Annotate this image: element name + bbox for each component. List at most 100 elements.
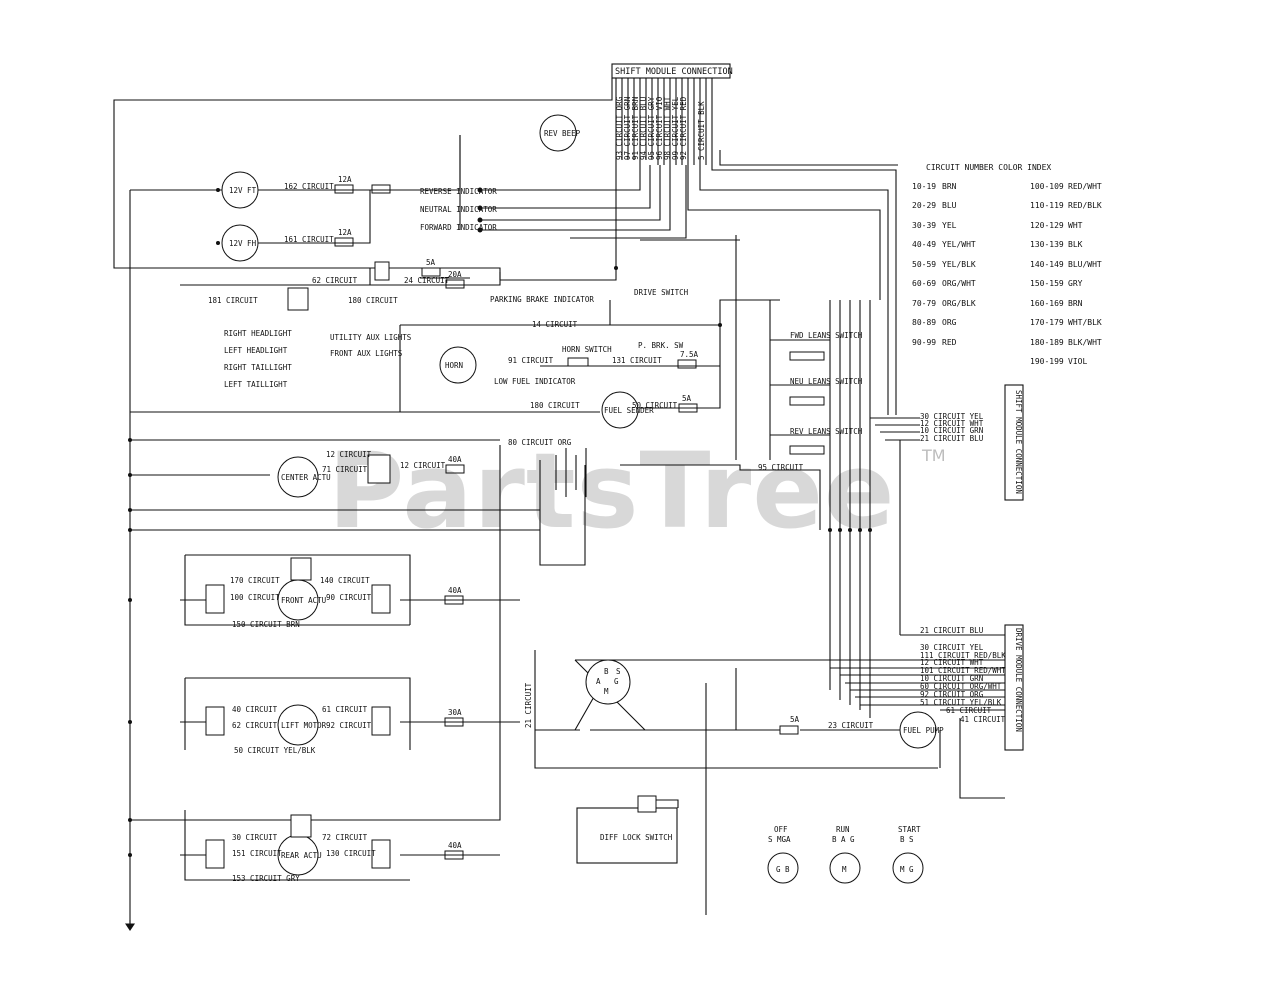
circuit-label: 162 CIRCUIT xyxy=(284,182,334,191)
index-color: ORG/BLK xyxy=(942,299,976,308)
neu-switch-label: NEU LEANS SWITCH xyxy=(790,377,863,386)
connector-pin: 111 CIRCUIT RED/BLK xyxy=(920,651,1006,660)
shift-module-connector-title: SHIFT MODULE CONNECTION xyxy=(1014,390,1023,494)
index-range: 40-49 xyxy=(912,240,936,249)
circuit-label: 95 CIRCUIT xyxy=(758,463,804,472)
index-color: RED/BLK xyxy=(1068,201,1102,210)
circuit-label: 50 CIRCUIT YEL/BLK xyxy=(234,746,316,755)
fuse-label: 5A xyxy=(426,258,436,267)
switches xyxy=(205,261,825,869)
index-color: BRN xyxy=(1068,299,1083,308)
key-position-pins: M xyxy=(842,865,847,874)
circuit-label: 90 CIRCUIT xyxy=(326,593,372,602)
circuit-label: 153 CIRCUIT GRY xyxy=(232,874,300,883)
index-color: YEL xyxy=(942,221,957,230)
park-brake-switch-label: P. BRK. SW xyxy=(638,341,684,350)
center-actuator xyxy=(277,456,319,498)
rev-switch-label: REV LEANS SWITCH xyxy=(790,427,863,436)
key-position-label: RUN xyxy=(836,825,850,834)
circuit-label: 21 CIRCUIT xyxy=(524,682,533,728)
circuit-label: 92 CIRCUIT xyxy=(326,721,372,730)
junction-dots xyxy=(128,187,872,857)
front-relay-left xyxy=(205,584,225,614)
low-fuel-indicator-label: LOW FUEL INDICATOR xyxy=(494,377,576,386)
fuse-40a-front xyxy=(444,595,464,605)
circuit-label: 140 CIRCUIT xyxy=(320,576,370,585)
index-range: 20-29 xyxy=(912,201,936,210)
index-range: 60-69 xyxy=(912,279,936,288)
connector-pin: 10 CIRCUIT GRN xyxy=(920,674,983,683)
connector-pin: 92 CIRCUIT ORG xyxy=(920,690,984,699)
ignition-pin: M xyxy=(604,687,609,696)
index-range: 100-109 xyxy=(1030,182,1064,191)
center-actuator-label: CENTER ACTU xyxy=(281,473,331,482)
fuse-40a xyxy=(445,464,465,474)
circuit-label: 14 CIRCUIT xyxy=(532,320,578,329)
circuit-label: 41 CIRCUIT xyxy=(960,715,1006,724)
lift-relay-left xyxy=(205,706,225,736)
header-pin: 97 CIRCUIT GRN xyxy=(623,97,632,160)
horn-label: HORN xyxy=(445,361,463,370)
park-brake-indicator-label: PARKING BRAKE INDICATOR xyxy=(490,295,594,304)
circuit-label: 40 CIRCUIT xyxy=(232,705,278,714)
diff-lock-label: DIFF LOCK SWITCH xyxy=(600,833,673,842)
color-index-title: CIRCUIT NUMBER COLOR INDEX xyxy=(926,163,1051,172)
header-pin: 92 CIRCUIT RED xyxy=(679,96,688,160)
index-color: WHT/BLK xyxy=(1068,318,1102,327)
fuse-label: 20A xyxy=(448,270,462,279)
ignition-pin: A xyxy=(596,677,601,686)
header-pin: 94 CIRCUIT BLU xyxy=(639,97,648,160)
fuse-label: 40A xyxy=(448,455,462,464)
light-label: LEFT HEADLIGHT xyxy=(224,346,288,355)
fuse-fm xyxy=(371,184,391,194)
key-start-symbol xyxy=(892,852,924,884)
front-relay-right xyxy=(371,584,391,614)
connector-pin: 21 CIRCUIT BLU xyxy=(920,626,983,635)
index-range: 90-99 xyxy=(912,338,936,347)
header-pin: 5 CIRCUIT BLK xyxy=(697,101,706,160)
light-label: RIGHT HEADLIGHT xyxy=(224,329,292,338)
header-pin: 93 CIRCUIT ORG xyxy=(615,96,624,160)
header-pin: 99 CIRCUIT YEL xyxy=(671,96,680,160)
fuse-12a-top xyxy=(334,184,354,194)
index-color: VIOL xyxy=(1068,357,1087,366)
light-label: LEFT TAILLIGHT xyxy=(224,380,288,389)
circuit-label: 23 CIRCUIT xyxy=(828,721,874,730)
circuit-label: 24 CIRCUIT xyxy=(404,276,450,285)
connector-pin: 21 CIRCUIT BLU xyxy=(920,434,983,443)
aux-light-label: UTILITY AUX LIGHTS xyxy=(330,333,412,342)
index-range: 30-39 xyxy=(912,221,936,230)
header-pins: 93 CIRCUIT ORG 97 CIRCUIT GRN 91 CIRCUIT… xyxy=(615,96,706,160)
rear-relay-right xyxy=(371,839,391,869)
circuit-label: 151 CIRCUIT xyxy=(232,849,282,858)
circuit-label: 150 CIRCUIT BRN xyxy=(232,620,300,629)
connector-pin: 60 CIRCUIT ORG/WHT xyxy=(920,682,1002,691)
rear-relay-left xyxy=(205,839,225,869)
circuit-label: 12 CIRCUIT xyxy=(326,450,372,459)
index-range: 50-59 xyxy=(912,260,936,269)
key-position-pins: G B xyxy=(776,865,790,874)
ignition-pin: B xyxy=(604,667,609,676)
fuse-label: 7.5A xyxy=(680,350,699,359)
drive-module-connector-title: DRIVE MODULE CONNECTION xyxy=(1014,628,1023,732)
fuse-7-5a xyxy=(677,359,697,369)
circuit-label: 100 CIRCUIT xyxy=(230,593,280,602)
index-color: BRN xyxy=(942,182,957,191)
index-range: 160-169 xyxy=(1030,299,1064,308)
shift-module-connector-box xyxy=(1004,384,1024,501)
index-range: 70-79 xyxy=(912,299,936,308)
ignition-switch xyxy=(585,659,631,705)
center-relay xyxy=(367,454,391,484)
fuse-20a xyxy=(445,279,465,289)
fuse-label: 12A xyxy=(338,175,352,184)
forward-indicator-label: FORWARD INDICATOR xyxy=(420,223,497,232)
lamp-top-label: 12V FT xyxy=(229,186,257,195)
index-range: 150-159 xyxy=(1030,279,1064,288)
index-color: ORG xyxy=(942,318,957,327)
index-color: BLU xyxy=(942,201,957,210)
lamp-12v-ft xyxy=(221,171,259,209)
circuit-label: 91 CIRCUIT xyxy=(508,356,554,365)
fuel-pump-label: FUEL PUMP xyxy=(903,726,944,735)
